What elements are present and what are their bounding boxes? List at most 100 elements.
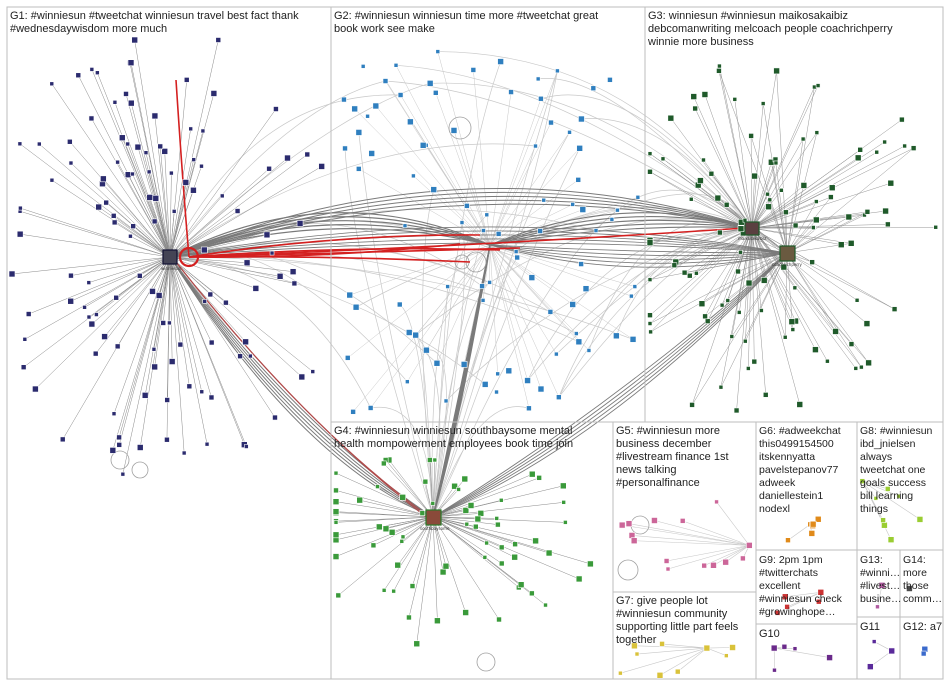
edge: [95, 256, 171, 354]
node: [857, 146, 863, 153]
edge: [169, 154, 308, 258]
node: [186, 383, 193, 390]
hub-label: coachrichperry: [772, 262, 803, 267]
edge: [731, 252, 788, 337]
edge: [432, 516, 580, 580]
node: [719, 302, 725, 308]
edge: [751, 159, 776, 229]
node: [399, 494, 406, 501]
node: [537, 228, 543, 234]
edge: [335, 490, 434, 518]
node: [152, 195, 160, 202]
edge: [751, 227, 794, 330]
label-line: G14:: [903, 554, 926, 566]
node: [333, 520, 339, 525]
node: [759, 308, 764, 313]
edge: [130, 62, 171, 258]
edge: [558, 227, 753, 398]
edge: [786, 252, 895, 310]
red-edge: [175, 261, 431, 521]
node: [881, 521, 888, 529]
node: [208, 394, 215, 401]
label-line: busine…: [860, 593, 901, 605]
edge: [169, 256, 190, 387]
edge: [358, 168, 491, 246]
edge: [620, 647, 707, 674]
node: [128, 233, 133, 239]
group-label-g1: G1: #winniesun #tweetchat winniesun trav…: [10, 10, 302, 35]
edge: [91, 118, 171, 258]
edge: [721, 227, 753, 306]
node: [887, 536, 895, 543]
edge: [667, 545, 750, 570]
edge: [144, 256, 171, 396]
edge: [786, 592, 821, 608]
node: [332, 508, 340, 515]
edge: [169, 211, 175, 258]
node: [567, 130, 572, 135]
node: [16, 230, 24, 238]
edge: [862, 480, 888, 490]
node: [863, 320, 871, 327]
group-boxes: [6, 6, 944, 680]
node: [215, 37, 222, 43]
edge: [28, 256, 171, 315]
node: [859, 364, 864, 370]
label-line: #winniesun community: [616, 608, 728, 620]
node: [732, 97, 738, 102]
edge: [751, 227, 816, 350]
edge: [751, 176, 755, 229]
edge: [489, 244, 788, 257]
node: [332, 553, 340, 560]
node: [22, 336, 28, 342]
edge: [682, 520, 750, 546]
node: [808, 530, 816, 537]
edge: [489, 244, 577, 334]
node: [181, 450, 187, 456]
node: [67, 138, 73, 145]
edge: [169, 93, 215, 258]
node: [783, 209, 789, 216]
node: [82, 305, 87, 310]
label-line: G4: #winniesun winniesun southbaysome me…: [334, 425, 572, 437]
node: [423, 346, 430, 354]
node: [252, 285, 260, 292]
edge: [721, 252, 788, 306]
edge: [169, 256, 434, 518]
edge: [622, 524, 750, 546]
node: [647, 312, 653, 318]
node: [405, 379, 410, 384]
node: [505, 367, 513, 375]
edge: [432, 485, 564, 518]
node: [782, 334, 788, 340]
node: [864, 209, 871, 215]
node: [169, 170, 174, 176]
edge: [662, 643, 707, 649]
node: [134, 143, 142, 151]
node: [882, 207, 889, 215]
edge: [461, 222, 491, 246]
edge: [786, 86, 815, 254]
hub-label: winniesun: [161, 266, 182, 271]
edge: [426, 349, 447, 518]
edge: [432, 252, 788, 518]
red-edge: [175, 79, 190, 258]
edge: [432, 252, 788, 518]
node: [456, 487, 461, 492]
label-line: #livest…: [860, 580, 900, 592]
edge: [713, 545, 750, 566]
node: [743, 338, 748, 344]
edge: [169, 209, 597, 258]
node: [569, 301, 576, 308]
nodes: [8, 36, 939, 679]
node: [352, 303, 360, 311]
node: [59, 436, 66, 443]
node: [202, 299, 207, 304]
node: [800, 136, 806, 142]
node: [647, 151, 653, 156]
edge: [751, 227, 895, 310]
edge: [787, 524, 811, 541]
node: [701, 562, 707, 569]
edge: [751, 224, 888, 229]
edge: [445, 227, 753, 402]
